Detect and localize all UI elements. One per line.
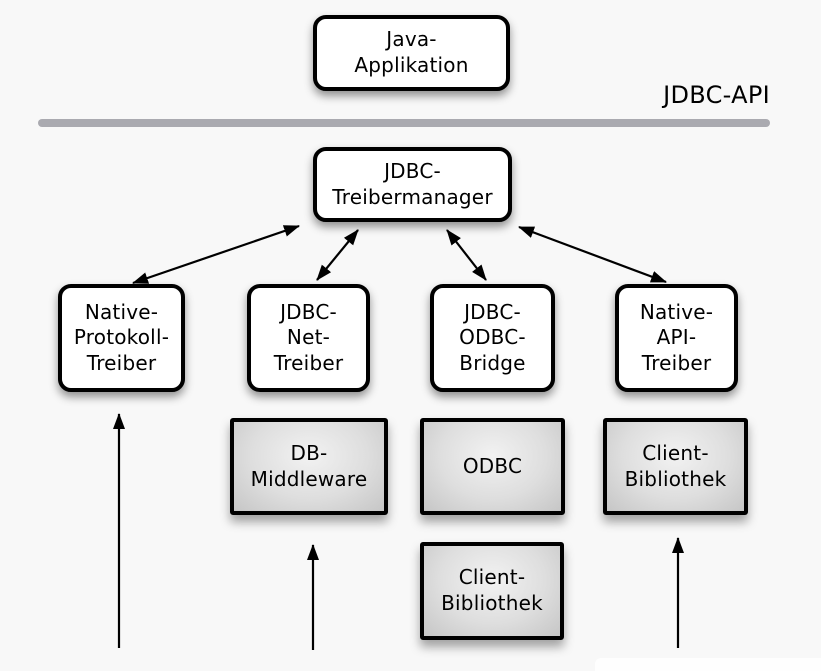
node-jdbc-odbc-bridge: JDBC- ODBC- Bridge xyxy=(430,284,555,392)
arrow-treibermanager-native-api xyxy=(518,225,667,284)
arrow-treibermanager-native-protokoll xyxy=(132,224,300,285)
node-db-middleware: DB- Middleware xyxy=(230,418,388,515)
node-native-protokoll-treiber: Native- Protokoll- Treiber xyxy=(58,284,185,392)
node-client-bibliothek-native: Client- Bibliothek xyxy=(603,418,748,515)
node-jdbc-treibermanager: JDBC- Treibermanager xyxy=(313,147,512,222)
arrow-treibermanager-jdbc-net xyxy=(316,229,359,281)
node-client-bibliothek-odbc: Client- Bibliothek xyxy=(420,542,564,640)
node-java-applikation: Java- Applikation xyxy=(313,15,510,91)
arrow-treibermanager-jdbc-odbc xyxy=(446,229,487,281)
bottom-right-box-peek xyxy=(595,658,821,671)
jdbc-api-label: JDBC-API xyxy=(663,81,770,109)
node-native-api-treiber: Native- API- Treiber xyxy=(615,284,738,392)
node-jdbc-net-treiber: JDBC- Net- Treiber xyxy=(247,284,370,392)
jdbc-api-divider-line xyxy=(38,119,770,127)
node-odbc: ODBC xyxy=(420,418,565,515)
